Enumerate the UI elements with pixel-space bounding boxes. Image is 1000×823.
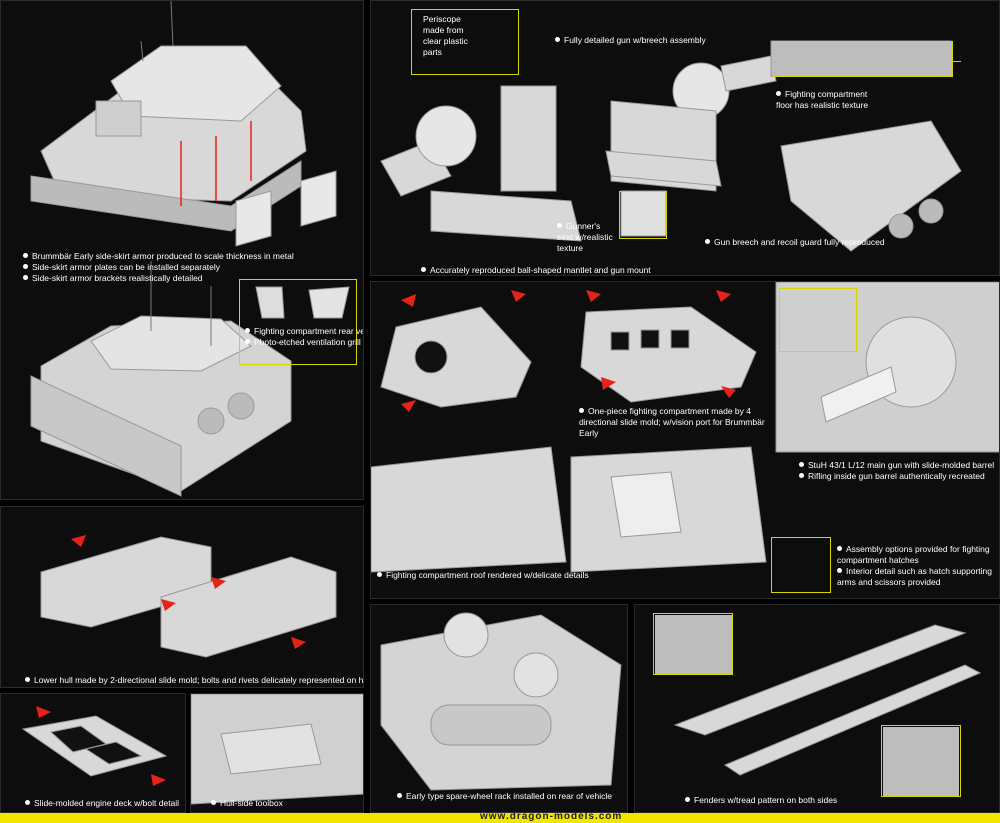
caption-spare-wheel: Early type spare-wheel rack installed on… (397, 791, 612, 802)
floor-texture-inset (773, 41, 953, 77)
caption-side-skirt: Brummbär Early side-skirt armor produced… (23, 251, 294, 284)
panel-fighting-compartment: One-piece fighting compartment made by 4… (370, 281, 1000, 599)
caption-ventilation: Fighting compartment rear ventilation gu… (245, 326, 363, 348)
footer-url[interactable]: www.dragon-models.com (480, 811, 623, 822)
caption-stuh: StuH 43/1 L/12 main gun with slide-molde… (799, 460, 994, 482)
caption-toolbox: Hull-side toolbox (211, 798, 283, 809)
caption-mantlet: Accurately reproduced ball-shaped mantle… (421, 265, 651, 275)
spare-wheel-illustration (380, 612, 622, 791)
caption-gun-breech: Fully detailed gun w/breech assembly (555, 35, 706, 46)
gun-barrel-inset (779, 288, 857, 352)
floor-leader-line (861, 61, 961, 63)
caption-engine-deck: Slide-molded engine deck w/bolt detail (25, 798, 179, 809)
vehicle-illustration (30, 1, 337, 497)
panel-spare-wheel: Early type spare-wheel rack installed on… (370, 604, 628, 813)
caption-one-piece: One-piece fighting compartment made by 4… (579, 406, 765, 438)
toolbox-illustration (191, 694, 363, 805)
seat-texture-inset (619, 191, 667, 239)
caption-assembly: Assembly options provided for fighting c… (837, 544, 993, 587)
engine-deck-illustration (21, 706, 168, 786)
periscope-inset (411, 9, 519, 75)
caption-lower-hull: Lower hull made by 2-directional slide m… (25, 675, 363, 686)
caption-seat: Gunner's seat w/realistic texture (557, 221, 613, 253)
caption-recoil: Gun breech and recoil guard fully reprod… (705, 237, 885, 248)
footer-bar: www.dragon-models.com (0, 811, 1000, 823)
panel-vehicle-overview: Brummbär Early side-skirt armor produced… (0, 0, 364, 500)
panel-toolbox: Hull-side toolbox (190, 693, 364, 813)
compartment-illustration (371, 282, 999, 573)
panel-fenders: Fenders w/tread pattern on both sides (634, 604, 1000, 813)
fender-tread-inset-1 (653, 613, 733, 675)
caption-fenders: Fenders w/tread pattern on both sides (685, 795, 837, 806)
fender-tread-inset-2 (881, 725, 961, 797)
lower-hull-illustration (40, 535, 337, 658)
caption-roof: Fighting compartment roof rendered w/del… (377, 570, 589, 581)
caption-periscope: Periscope made from clear plastic parts (423, 14, 468, 57)
hatch-inset (771, 537, 831, 593)
ventilation-inset (239, 279, 357, 365)
panel-lower-hull: Lower hull made by 2-directional slide m… (0, 506, 364, 688)
panel-engine-deck: Slide-molded engine deck w/bolt detail (0, 693, 186, 813)
fenders-illustration (655, 615, 982, 797)
panel-gun-assembly: Periscope made from clear plastic parts … (370, 0, 1000, 276)
caption-floor: Fighting compartment floor has realistic… (776, 89, 869, 110)
